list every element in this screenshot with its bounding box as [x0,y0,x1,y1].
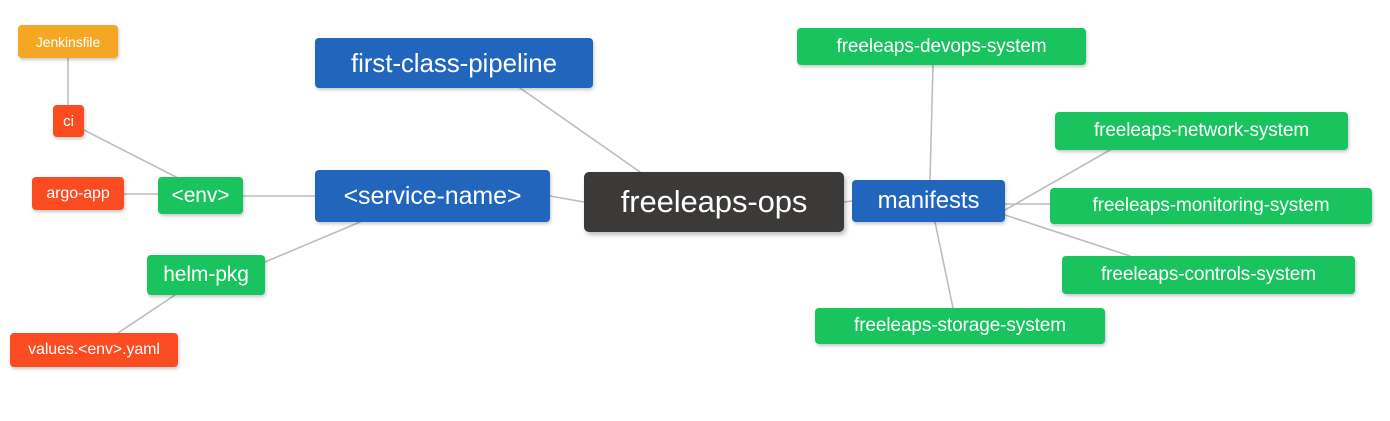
node-ci[interactable]: ci [53,105,84,137]
edge-service-name-to-helm-pkg [264,221,361,263]
node-helm-pkg[interactable]: helm-pkg [147,255,265,295]
node-freeleaps-monitoring-system[interactable]: freeleaps-monitoring-system [1050,188,1372,224]
node-argo-app[interactable]: argo-app [32,177,124,210]
edge-env-to-ci [83,129,177,178]
edge-freeleaps-ops-to-service-name [549,195,585,203]
edge-helm-pkg-to-values-env-yaml [117,294,176,334]
node-values-env-yaml[interactable]: values.<env>.yaml [10,333,178,367]
node-jenkinsfile[interactable]: Jenkinsfile [18,25,118,58]
edge-freeleaps-ops-to-manifests [843,200,853,203]
edge-manifests-to-freeleaps-devops-system [929,64,934,181]
node-freeleaps-controls-system[interactable]: freeleaps-controls-system [1062,256,1355,294]
node-freeleaps-network-system[interactable]: freeleaps-network-system [1055,112,1348,150]
node-first-class-pipeline[interactable]: first-class-pipeline [315,38,593,88]
edge-manifests-to-freeleaps-storage-system [934,221,954,309]
node-manifests[interactable]: manifests [852,180,1005,222]
node-service-name[interactable]: <service-name> [315,170,550,222]
node-freeleaps-ops[interactable]: freeleaps-ops [584,172,844,232]
node-env[interactable]: <env> [158,177,243,214]
node-freeleaps-devops-system[interactable]: freeleaps-devops-system [797,28,1086,65]
edge-freeleaps-ops-to-first-class-pipeline [519,87,641,173]
node-freeleaps-storage-system[interactable]: freeleaps-storage-system [815,308,1105,344]
